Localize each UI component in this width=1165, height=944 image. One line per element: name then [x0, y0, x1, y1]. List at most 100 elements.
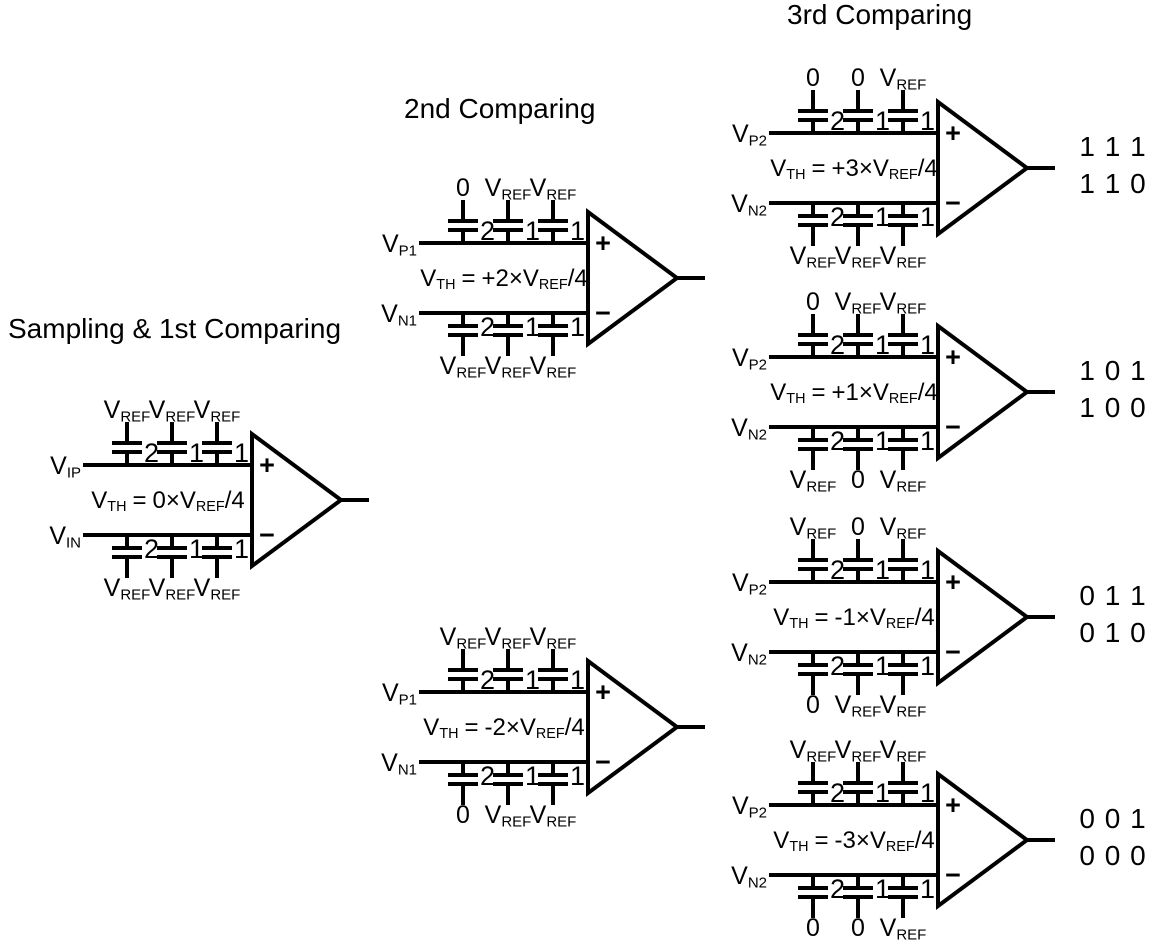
comparator-circuit [769, 539, 1055, 695]
cap-label-base: 0 [851, 466, 865, 494]
capacitor-bottom-1-icon [448, 313, 478, 356]
cap-top-label-1: VREF [92, 398, 162, 429]
capacitor-bottom-1-icon [798, 203, 828, 246]
input-label-sub: N2 [747, 874, 767, 892]
positive-input-label: VP2 [731, 346, 767, 377]
vth-symbol: V [770, 379, 787, 406]
capacitor-bottom-2-icon [843, 652, 873, 695]
vth-coefficient: -3× [834, 827, 870, 854]
capacitor-bottom-3-icon [888, 875, 918, 918]
vth-symbol-sub: TH [786, 167, 806, 184]
cap-bottom-label-1: 0 [778, 916, 848, 944]
cap-top-label-2: VREF [473, 176, 543, 207]
cap-top-value-2: 1 [875, 330, 891, 360]
cap-bottom-label-1: 0 [778, 693, 848, 724]
cap-label-base: V [834, 242, 852, 270]
vth-ref-base: V [869, 827, 886, 854]
plus-sign: + [945, 342, 961, 372]
cap-top-label-2: VREF [823, 738, 893, 769]
cap-bottom-label-3: VREF [868, 244, 938, 275]
cap-label-sub: REF [896, 703, 927, 721]
input-label-base: V [381, 749, 398, 777]
vth-equals: = [811, 155, 826, 182]
minus-sign: − [259, 520, 275, 550]
cap-label-sub: REF [165, 408, 196, 426]
negative-input-label: VN1 [381, 751, 417, 782]
cap-top-value-3: 1 [234, 438, 250, 468]
vth-denominator: /4 [564, 714, 585, 741]
vth-ref-base: V [872, 379, 889, 406]
cap-bottom-label-2: 0 [823, 468, 893, 499]
cap-label-base: V [789, 736, 807, 764]
vth-symbol-sub: TH [439, 726, 459, 743]
cap-label-sub: REF [546, 813, 577, 831]
vth-denominator: /4 [917, 155, 938, 182]
cap-label-sub: REF [120, 408, 151, 426]
cap-label-sub: REF [456, 364, 487, 382]
threshold-equation: VTH=-2×VREF/4 [409, 714, 599, 748]
vth-coefficient: +1× [831, 379, 873, 406]
input-label-base: V [731, 414, 748, 442]
vth-ref-sub: REF [888, 167, 918, 184]
cap-bottom-label-3: VREF [868, 916, 938, 944]
capacitor-top-1-icon [798, 762, 828, 805]
cap-label-base: V [789, 242, 807, 270]
cap-bottom-value-2: 1 [189, 534, 205, 564]
cap-label-base: V [529, 623, 547, 651]
input-label-base: V [731, 639, 748, 667]
cap-top-value-2: 1 [875, 106, 891, 136]
vth-ref-sub: REF [888, 391, 918, 408]
cap-label-base: 0 [851, 914, 865, 942]
capacitor-bottom-2-icon [493, 762, 523, 805]
cap-label-base: V [103, 396, 121, 424]
input-label-sub: P2 [748, 132, 767, 150]
negative-input-label: VN2 [731, 864, 767, 895]
cap-bottom-value-1: 2 [144, 534, 160, 564]
plus-sign: + [945, 118, 961, 148]
cap-label-sub: REF [896, 254, 927, 272]
input-label-base: V [731, 862, 748, 890]
cap-top-label-3: VREF [868, 738, 938, 769]
vth-symbol-sub: TH [107, 499, 127, 516]
cap-label-base: V [148, 396, 166, 424]
vth-symbol: V [773, 604, 790, 631]
positive-input-label: VP1 [381, 681, 417, 712]
cap-bottom-value-3: 1 [234, 534, 250, 564]
vth-ref-sub: REF [885, 839, 915, 856]
cap-label-base: 0 [806, 288, 820, 316]
cap-label-sub: REF [851, 254, 882, 272]
capacitor-bottom-3-icon [202, 535, 232, 578]
cap-label-sub: REF [896, 76, 927, 94]
input-label-base: V [731, 792, 749, 820]
comparator-circuit [769, 314, 1055, 470]
vth-symbol: V [91, 487, 108, 514]
vth-denominator: /4 [914, 827, 935, 854]
input-label-base: V [731, 190, 748, 218]
cap-label-base: 0 [456, 801, 470, 829]
cap-label-base: 0 [456, 174, 470, 202]
vth-ref-base: V [179, 487, 196, 514]
negative-input-label: VN2 [731, 416, 767, 447]
vth-symbol-sub: TH [789, 616, 809, 633]
output-code-bottom: 0 0 0 [1079, 840, 1147, 871]
cap-label-base: V [529, 801, 547, 829]
cap-top-value-1: 2 [480, 216, 496, 246]
cap-label-base: V [148, 574, 166, 602]
input-label-sub: N2 [747, 202, 767, 220]
vth-coefficient: +2× [481, 265, 523, 292]
negative-input-label: VIN [45, 524, 81, 555]
cap-bottom-value-3: 1 [920, 202, 936, 232]
negative-input-label: VN2 [731, 641, 767, 672]
cap-bottom-label-3: VREF [182, 576, 252, 607]
cap-label-base: V [879, 736, 897, 764]
cap-top-value-3: 1 [920, 330, 936, 360]
cap-label-base: V [879, 914, 897, 942]
positive-input-label: VIP [45, 454, 81, 485]
capacitor-bottom-2-icon [157, 535, 187, 578]
cap-top-label-2: VREF [473, 625, 543, 656]
comparator-block-3rd-3: VREF 0 VREF 2 1 1 VP2 VTH=-1×VREF/4 VN2 … [731, 515, 1156, 730]
minus-sign: − [595, 747, 611, 777]
cap-bottom-value-1: 2 [830, 202, 846, 232]
cap-label-sub: REF [120, 586, 151, 604]
minus-sign: − [945, 412, 961, 442]
